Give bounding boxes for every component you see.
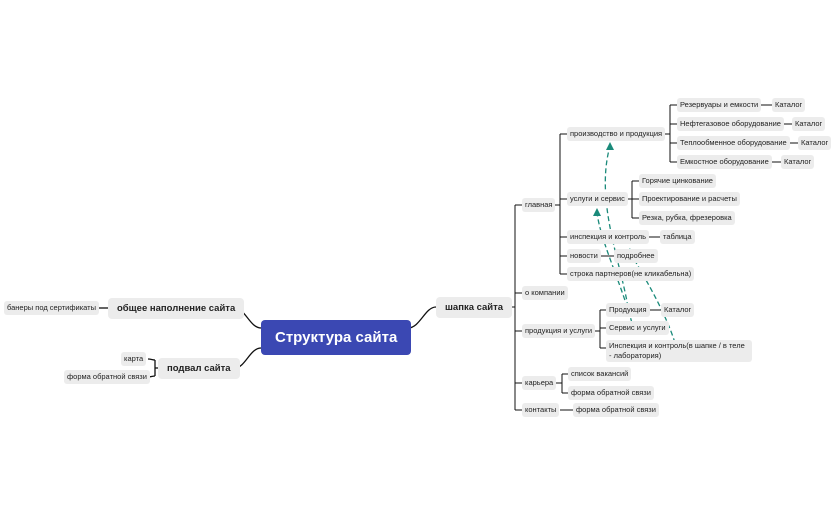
node-products[interactable]: Продукция	[606, 303, 650, 317]
topic-footer[interactable]: подвал сайта	[158, 358, 240, 379]
topic-general-content[interactable]: общее наполнение сайта	[108, 298, 245, 319]
node-inspection-lab[interactable]: Инспекция и контроль(в шапке / в теле - …	[606, 340, 752, 362]
node-contacts[interactable]: контакты	[522, 403, 560, 417]
node-vacancies[interactable]: список вакансий	[568, 367, 632, 381]
node-production-item[interactable]: Резервуары и емкости	[677, 98, 762, 112]
node-service-item[interactable]: Резка, рубка, фрезеровка	[639, 211, 735, 225]
node-banners[interactable]: банеры под сертификаты	[4, 301, 99, 315]
root-node[interactable]: Структура сайта	[261, 320, 412, 355]
node-footer-feedback[interactable]: форма обратной связи	[64, 370, 150, 384]
node-production[interactable]: производство и продукция	[567, 127, 666, 141]
node-catalog-tag[interactable]: Каталог	[781, 155, 815, 169]
node-career[interactable]: карьера	[522, 376, 557, 390]
node-footer-map[interactable]: карта	[121, 352, 147, 366]
node-news[interactable]: новости	[567, 249, 601, 263]
node-more-tag[interactable]: подробнее	[614, 249, 658, 263]
arrowhead-icon	[593, 208, 601, 216]
node-partners[interactable]: строка партнеров(не кликабельна)	[567, 267, 695, 281]
node-service-item[interactable]: Горячие цинкование	[639, 174, 716, 188]
arrowhead-icon	[606, 142, 614, 150]
node-contacts-feedback[interactable]: форма обратной связи	[573, 403, 659, 417]
node-catalog-tag[interactable]: Каталог	[772, 98, 806, 112]
node-catalog-tag[interactable]: Каталог	[792, 117, 826, 131]
node-main[interactable]: главная	[522, 198, 556, 212]
node-about[interactable]: о компании	[522, 286, 568, 300]
node-catalog-tag[interactable]: Каталог	[661, 303, 695, 317]
node-production-item[interactable]: Емкостное оборудование	[677, 155, 772, 169]
node-products-services[interactable]: продукция и услуги	[522, 324, 596, 338]
node-service-and-services[interactable]: Сервис и услуги	[606, 321, 669, 335]
node-production-item[interactable]: Теплообменное оборудование	[677, 136, 790, 150]
node-service-item[interactable]: Проектирование и расчеты	[639, 192, 740, 206]
relation-line	[629, 251, 676, 344]
node-services[interactable]: услуги и сервис	[567, 192, 628, 206]
topic-header[interactable]: шапка сайта	[436, 297, 513, 318]
node-table-tag[interactable]: таблица	[660, 230, 695, 244]
relation-line	[604, 145, 629, 308]
node-career-feedback[interactable]: форма обратной связи	[568, 386, 654, 400]
node-catalog-tag[interactable]: Каталог	[798, 136, 832, 150]
relation-line	[596, 211, 633, 324]
node-inspection[interactable]: инспекция и контроль	[567, 230, 650, 244]
node-production-item[interactable]: Нефтегазовое оборудование	[677, 117, 784, 131]
